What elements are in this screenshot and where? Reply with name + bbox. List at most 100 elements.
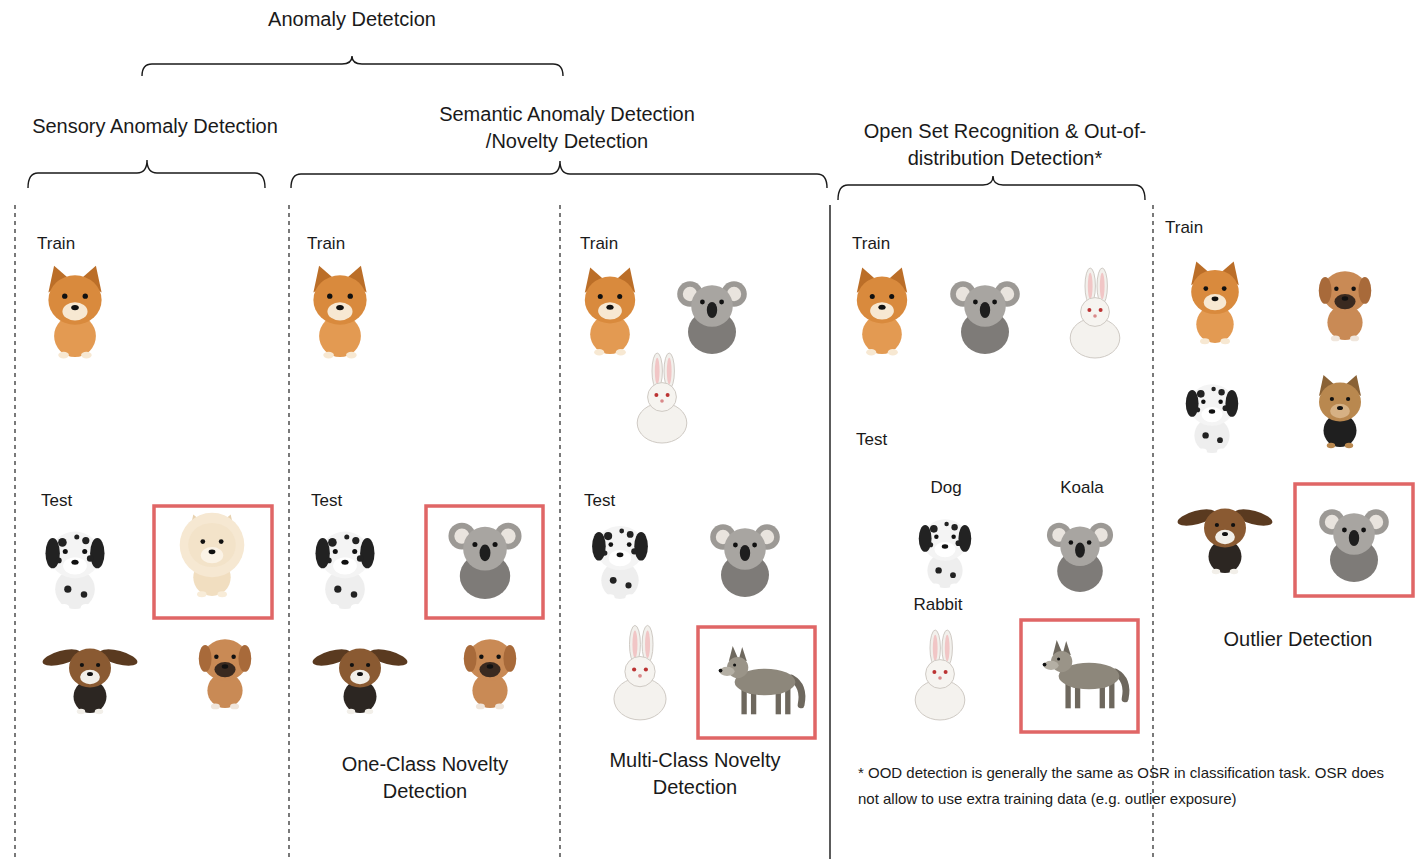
wolf-nose — [719, 669, 723, 673]
dog-muzzle — [1334, 294, 1355, 309]
rabbit-head — [1081, 298, 1110, 327]
koala-figure — [950, 281, 1020, 354]
koala-eye — [733, 543, 738, 548]
dog-figure — [1176, 506, 1274, 574]
dog-eye — [934, 535, 938, 539]
wolf-eye — [733, 663, 736, 666]
dog-paw — [365, 709, 373, 714]
dog-eye — [62, 294, 67, 299]
rabbit-figure — [915, 630, 965, 720]
dog-spot — [1211, 387, 1215, 391]
dog-figure — [1319, 271, 1371, 341]
rabbit-ear-inner — [645, 630, 650, 658]
dog-figure — [1191, 261, 1239, 344]
dog-spot — [58, 538, 67, 547]
class-label: Koala — [1037, 477, 1127, 500]
dog-paw — [1230, 569, 1238, 574]
dashed-separator — [288, 205, 289, 859]
koala-head — [724, 528, 766, 570]
dog-eye — [82, 549, 87, 554]
dog-nose — [878, 305, 885, 310]
dog-spot — [326, 558, 332, 564]
koala-head — [691, 285, 733, 327]
dog-muzzle — [609, 550, 631, 566]
koala-figure — [677, 281, 747, 354]
dog-eye — [1201, 400, 1205, 404]
dog-spot — [1195, 407, 1200, 412]
dog-paw — [495, 704, 504, 710]
dog-paw — [950, 584, 959, 590]
dog-figure — [313, 266, 366, 359]
dog-spot — [334, 586, 341, 593]
dog-head — [1204, 509, 1246, 548]
dog-paw — [58, 352, 69, 359]
koala-figure — [1319, 509, 1389, 582]
dog-fluff — [180, 513, 245, 578]
curly-brace — [291, 161, 827, 188]
dog-figure — [919, 519, 971, 589]
dashed-separator — [1152, 205, 1153, 859]
dog-nose — [1342, 296, 1348, 300]
dog-figure — [199, 639, 251, 709]
dog-head — [69, 649, 111, 688]
wolf-snout — [719, 667, 734, 676]
dog-eye — [1215, 523, 1219, 527]
dog-ear — [503, 645, 516, 672]
dog-ear — [634, 532, 648, 561]
wolf-nose — [1043, 663, 1047, 667]
rabbit-nose — [938, 676, 942, 680]
split-label: Test — [856, 429, 936, 452]
dog-paw — [1331, 336, 1340, 342]
dog-eye — [1203, 286, 1208, 291]
dog-spot — [1202, 432, 1208, 438]
dog-paw — [77, 709, 85, 714]
split-label: Test — [311, 490, 391, 513]
koala-nose — [1349, 530, 1359, 546]
dog-spot — [87, 555, 93, 561]
dog-paw — [1345, 443, 1353, 448]
dog-ear — [90, 538, 104, 568]
koala-head — [964, 285, 1006, 327]
dog-head — [188, 523, 236, 567]
dog-nose — [1222, 532, 1228, 536]
dog-eye — [63, 549, 68, 554]
rabbit-eye — [632, 667, 636, 671]
dog-head — [48, 275, 101, 324]
dog-spot — [328, 538, 337, 547]
anomaly-highlight-box — [1295, 484, 1413, 596]
dog-paw — [351, 604, 361, 610]
koala-nose — [707, 302, 717, 318]
dog-muzzle — [80, 670, 100, 684]
rabbit-ear-inner — [632, 630, 637, 658]
dog-nose — [1209, 409, 1215, 413]
dog-spot — [602, 550, 607, 555]
dog-eye — [231, 655, 235, 659]
koala-nose — [1075, 543, 1085, 558]
split-label: Train — [852, 233, 932, 256]
dog-nose — [1212, 296, 1219, 301]
dog-eye — [1346, 397, 1350, 401]
dog-paw — [1200, 338, 1210, 344]
dog-muzzle — [63, 557, 87, 574]
dog-paw — [1220, 338, 1230, 344]
dashed-separator — [14, 205, 15, 859]
main-heading: Anomaly Detetcion — [152, 6, 552, 33]
dog-paw — [81, 604, 91, 610]
koala-eye — [1069, 540, 1074, 545]
task-name: Multi-Class Novelty Detection — [570, 747, 820, 801]
dog-nose — [87, 672, 93, 676]
dog-spot — [1197, 390, 1205, 398]
dog-eye — [870, 294, 875, 299]
dog-paw — [888, 349, 898, 355]
dog-nose — [942, 544, 948, 548]
dog-ear — [199, 645, 212, 672]
dog-eye — [1222, 286, 1227, 291]
dashed-separator — [559, 205, 560, 859]
task-name: Outlier Detection — [1183, 626, 1413, 653]
dog-eye — [1334, 287, 1338, 291]
class-label: Rabbit — [893, 594, 983, 617]
dog-eye — [333, 549, 338, 554]
dog-ear — [315, 538, 329, 568]
dog-muzzle — [62, 302, 87, 320]
dog-spot — [625, 582, 631, 588]
